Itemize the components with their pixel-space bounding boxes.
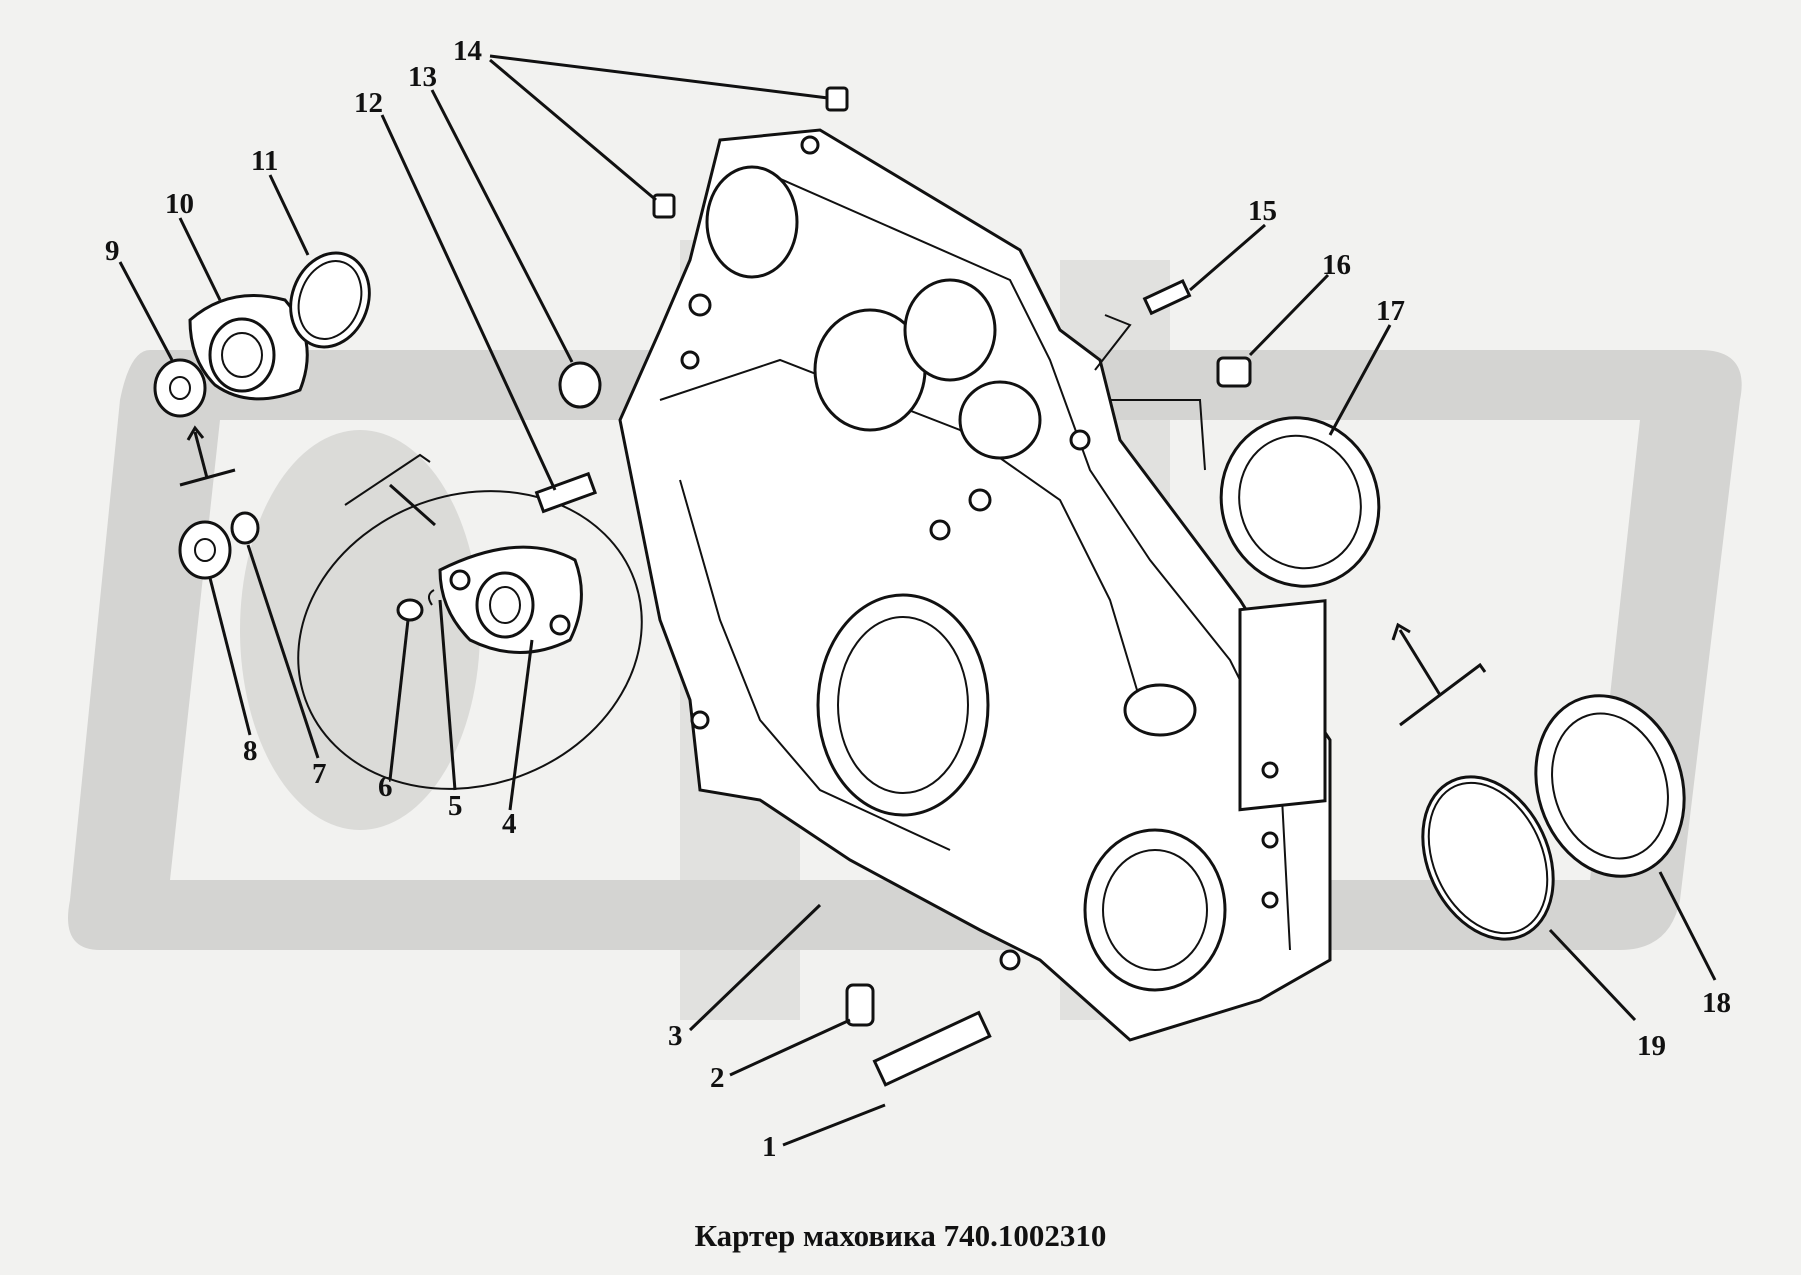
callout-11: 11 bbox=[251, 145, 278, 177]
callout-9: 9 bbox=[105, 235, 120, 267]
callout-10: 10 bbox=[165, 188, 194, 220]
plug-16 bbox=[1216, 273, 1330, 388]
flywheel-housing bbox=[618, 128, 1332, 1042]
callout-6: 6 bbox=[378, 771, 393, 803]
seal-17 bbox=[1219, 324, 1392, 588]
seal-18 bbox=[1534, 694, 1717, 981]
callout-5: 5 bbox=[448, 790, 463, 822]
leader-3 bbox=[688, 903, 822, 1032]
stud-long bbox=[782, 1010, 992, 1147]
stud-12 bbox=[380, 114, 598, 514]
callout-14: 14 bbox=[453, 35, 482, 67]
seal-9 bbox=[118, 261, 207, 418]
callout-1: 1 bbox=[762, 1131, 777, 1163]
callout-labels: 1 2 3 4 5 6 7 8 9 10 11 12 13 14 15 16 1… bbox=[105, 35, 1731, 1163]
callout-17: 17 bbox=[1376, 295, 1405, 327]
stud-15 bbox=[1142, 223, 1266, 316]
cover-assembly-left bbox=[297, 490, 643, 811]
sleeve-13 bbox=[430, 89, 602, 409]
o-ring-small bbox=[230, 511, 320, 759]
callout-8: 8 bbox=[243, 735, 258, 767]
oil-seal-small bbox=[178, 520, 252, 736]
callout-4: 4 bbox=[502, 808, 517, 840]
callout-7: 7 bbox=[312, 758, 327, 790]
callout-18: 18 bbox=[1702, 987, 1731, 1019]
diagram-caption: Картер маховика 740.1002310 bbox=[694, 1218, 1107, 1253]
callout-13: 13 bbox=[408, 61, 437, 93]
nut-14 bbox=[489, 54, 849, 219]
seal-housing-10 bbox=[178, 217, 309, 401]
callout-16: 16 bbox=[1322, 249, 1351, 281]
assembly-arrows bbox=[179, 314, 1487, 727]
o-ring-19 bbox=[1421, 775, 1637, 1022]
callout-3: 3 bbox=[668, 1020, 683, 1052]
plug bbox=[729, 983, 875, 1077]
callout-2: 2 bbox=[710, 1062, 725, 1094]
callout-15: 15 bbox=[1248, 195, 1277, 227]
o-ring-11 bbox=[268, 174, 371, 349]
callout-12: 12 bbox=[354, 87, 383, 119]
callout-19: 19 bbox=[1637, 1030, 1666, 1062]
